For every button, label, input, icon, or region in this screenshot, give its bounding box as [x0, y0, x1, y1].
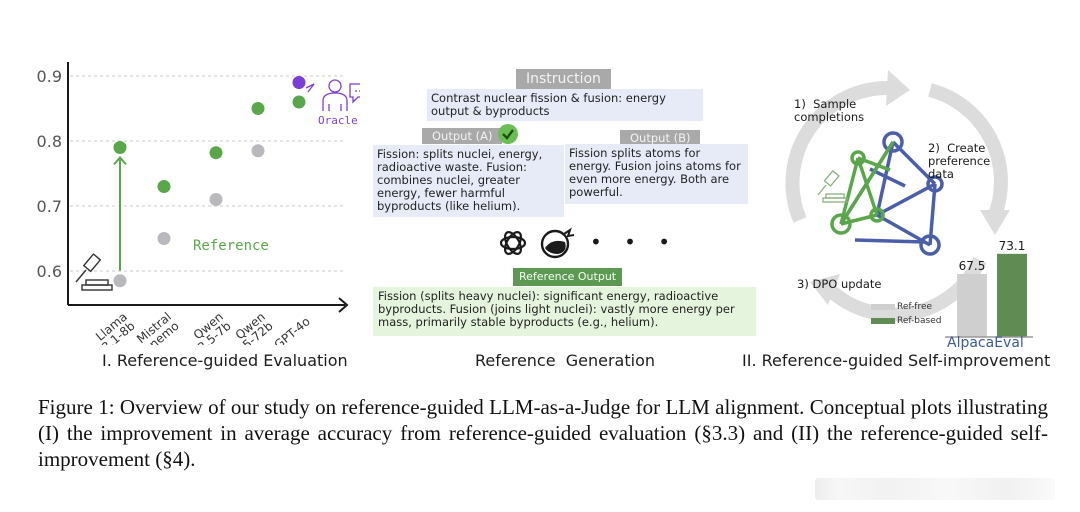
data-point-reference — [157, 180, 171, 193]
data-point-reference — [209, 146, 223, 160]
panel-left-title: I. Reference-guided Evaluation — [102, 351, 348, 370]
openai-logo-icon — [499, 231, 527, 255]
legend-swatch-ref-free — [871, 304, 895, 310]
x-axis-arrowhead — [338, 297, 349, 313]
panel-right-title: II. Reference-guided Self-improvement — [742, 351, 1051, 370]
output-b-box: Fission splits atoms for energy. Fusion … — [565, 144, 748, 204]
checkmark-icon — [498, 124, 518, 144]
data-point-reference-free — [209, 193, 223, 206]
bar-ref-free — [957, 274, 987, 337]
self-improvement-cycle-diagram: 67.5 73.1 — [785, 70, 1033, 338]
oracle-annotation: Oracle — [318, 114, 358, 127]
figure-caption: Figure 1: Overview of our study on refer… — [38, 394, 1048, 472]
instruction-box: Contrast nuclear fission & fusion: energ… — [427, 89, 703, 121]
cycle-arrowhead-bottom — [810, 274, 840, 305]
panel-middle-title: Reference Generation — [475, 351, 655, 370]
cycle-arrowhead-top — [886, 70, 910, 106]
gavel-icon — [75, 253, 113, 291]
deepseek-whale-icon — [540, 227, 575, 259]
step-1-label: 1) Sample completions — [794, 97, 865, 124]
x-tick-label: GPT-4o — [272, 314, 313, 345]
y-tick-label: 0.9 — [37, 67, 62, 86]
output-a-box: Fission: splits nuclei, energy, radioact… — [373, 145, 564, 217]
legend-label-ref-based: Ref-based — [897, 316, 942, 326]
y-tick-label: 0.8 — [37, 132, 62, 151]
bar-value-label: 67.5 — [959, 259, 986, 273]
data-point-reference-free — [251, 144, 265, 158]
bar-chart-xlabel: AlpacaEval — [947, 335, 1024, 351]
reference-annotation: Reference — [193, 238, 269, 254]
caption-text: Figure 1: Overview of our study on refer… — [38, 395, 1048, 471]
step-3-label: 3) DPO update — [797, 277, 882, 291]
svg-text:GPT-4o: GPT-4o — [272, 314, 313, 345]
oracle-person-icon — [305, 79, 348, 111]
reference-output-tag: Reference Output — [513, 268, 623, 286]
watermark — [815, 478, 1055, 500]
more-models-ellipsis: • • • — [590, 230, 679, 254]
legend-ref-based: Ref-based — [871, 316, 941, 326]
gavel-icon — [817, 169, 848, 203]
output-b-tag: Output (B) — [620, 130, 701, 146]
improvement-arrowhead — [113, 155, 127, 166]
x-tick-label: Mistral-nemo — [134, 310, 182, 345]
y-tick-label: 0.7 — [37, 197, 62, 216]
legend-label-ref-free: Ref-free — [897, 302, 933, 312]
bar-value-label: 73.1 — [999, 239, 1026, 253]
y-tick-label: 0.6 — [37, 262, 62, 281]
cycle-arrow-top — [785, 80, 891, 223]
data-point-reference — [292, 95, 306, 109]
data-point-oracle — [292, 76, 306, 89]
step-2-label: 2) Create preference data — [928, 141, 991, 181]
chat-bubble-icon — [349, 83, 360, 104]
data-point-reference-free — [157, 232, 171, 245]
cycle-arrow-right — [928, 83, 1008, 218]
instruction-tag: Instruction — [516, 69, 611, 89]
legend-swatch-ref-based — [871, 318, 895, 324]
legend-ref-free: Ref-free — [871, 302, 932, 312]
reference-output-box: Fission (splits heavy nuclei): significa… — [373, 287, 756, 336]
cycle-arrowhead-right — [980, 210, 1010, 235]
output-a-tag: Output (A) — [422, 128, 503, 144]
data-point-reference — [251, 102, 265, 115]
data-point-reference — [113, 141, 127, 154]
data-point-reference-free — [113, 274, 127, 288]
bar-ref-based — [997, 253, 1027, 337]
preference-network-icon — [830, 131, 944, 256]
